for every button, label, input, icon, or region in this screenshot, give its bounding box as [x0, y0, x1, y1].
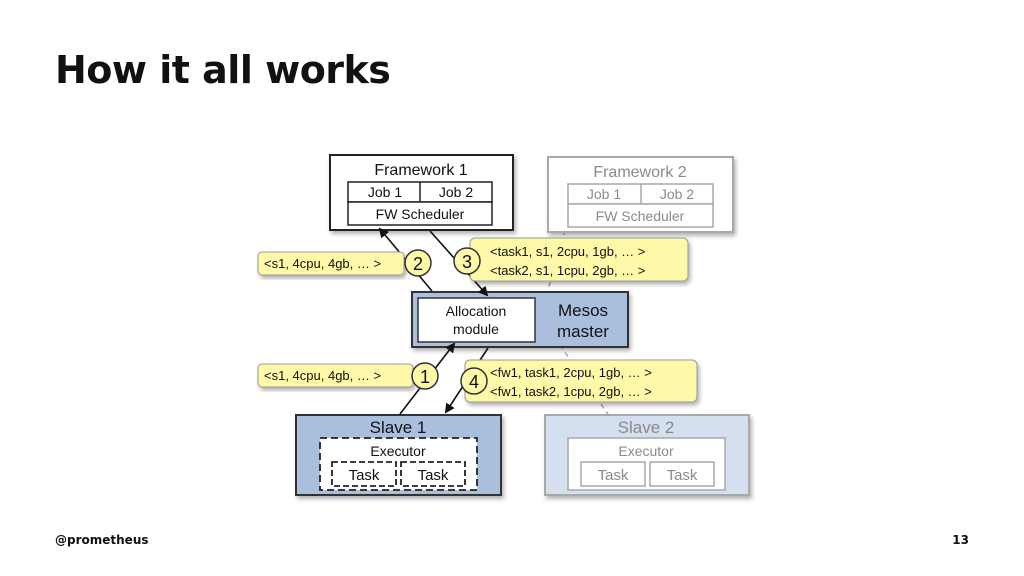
footer-handle: @prometheus — [55, 533, 149, 547]
step-3-label: 3 — [462, 252, 472, 272]
step-2-circle — [404, 249, 432, 277]
page-number: 13 — [952, 533, 969, 547]
slave2-task2: Task — [667, 467, 698, 484]
slave1-executor: Executor — [370, 443, 426, 459]
framework2-title: Framework 2 — [593, 164, 686, 181]
framework1-job1: Job 1 — [368, 184, 402, 200]
slave2-task1-box — [580, 461, 646, 487]
slave1-task1-box — [331, 461, 397, 487]
step-4-label: 4 — [469, 372, 479, 392]
slave2-task2-box — [649, 461, 715, 487]
slave1-task2: Task — [418, 467, 449, 484]
slave2-task1: Task — [598, 467, 629, 484]
step-3-circle — [453, 247, 481, 275]
slave1-task2-box — [400, 461, 466, 487]
framework1-job2: Job 2 — [439, 184, 473, 200]
callout-offer-bottom-text: <s1, 4cpu, 4gb, … > — [264, 368, 381, 383]
step-1-label: 1 — [420, 367, 430, 387]
callout-launch-line2: <fw1, task2, 1cpu, 2gb, … > — [490, 384, 652, 399]
slave1-task1: Task — [349, 467, 380, 484]
slave2-box: Slave 2 Executor Task Task — [544, 414, 750, 496]
callout-offer-top-text: <s1, 4cpu, 4gb, … > — [264, 256, 381, 271]
slave1-box: Slave 1 Executor Task Task — [295, 414, 502, 496]
allocation-module-line1: Allocation — [446, 303, 507, 319]
slide-title: How it all works — [55, 48, 391, 92]
step-4-circle — [460, 367, 488, 395]
framework2-box: Framework 2 Job 1 Job 2 FW Scheduler — [547, 156, 734, 233]
framework2-job1: Job 1 — [587, 186, 621, 202]
slave1-title: Slave 1 — [370, 418, 427, 437]
framework1-box: Framework 1 Job 1 Job 2 FW Scheduler — [329, 154, 514, 231]
callout-tasks-line2: <task2, s1, 1cpu, 2gb, … > — [490, 263, 645, 278]
framework2-job2: Job 2 — [660, 186, 694, 202]
callout-tasks-line1: <task1, s1, 2cpu, 1gb, … > — [490, 244, 645, 259]
framework1-title: Framework 1 — [374, 162, 467, 179]
step-1-circle — [411, 362, 439, 390]
mesos-master-label-line2: master — [557, 322, 609, 341]
callout-launch-line1: <fw1, task1, 2cpu, 1gb, … > — [490, 365, 652, 380]
allocation-module-line2: module — [453, 321, 499, 337]
allocation-module-box — [417, 297, 536, 343]
slave2-title: Slave 2 — [618, 418, 675, 437]
step-2-label: 2 — [413, 254, 423, 274]
framework2-scheduler: FW Scheduler — [596, 208, 685, 224]
callout-offer-top — [257, 251, 405, 276]
mesos-master-label-line1: Mesos — [558, 301, 608, 320]
slave2-executor: Executor — [618, 443, 674, 459]
framework1-scheduler: FW Scheduler — [376, 206, 465, 222]
mesos-master-box: Allocation module Mesos master — [411, 291, 629, 348]
